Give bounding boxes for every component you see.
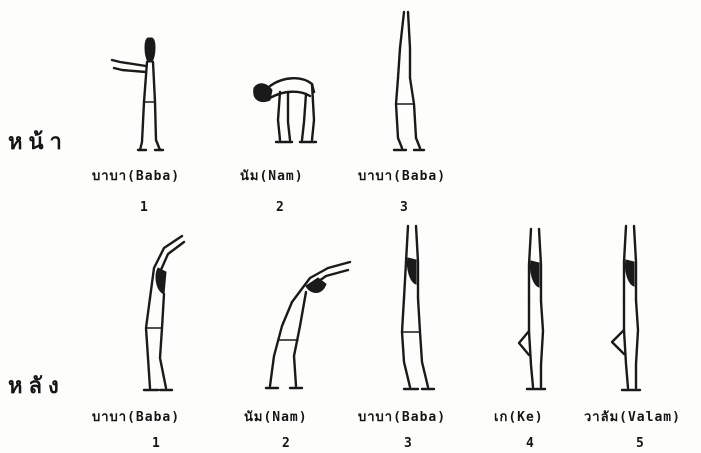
one-leg-raised-arms-up-figure [515,225,560,395]
pose-number: 1 [140,200,148,215]
standing-arms-forward-figure [100,32,180,157]
pose-number: 3 [404,436,412,451]
pose-caption: บาบา(Baba) [358,406,446,427]
standing-arms-up-figure [388,222,438,397]
arching-back-arms-up-figure [130,228,200,398]
one-leg-raised-arms-up-figure [610,222,655,397]
row-label-back: หลัง [8,368,65,403]
pose-caption: นัม(Nam) [244,406,308,427]
pose-number: 2 [276,200,284,215]
pose-number: 3 [400,200,408,215]
pose-caption: บาบา(Baba) [92,406,180,427]
pose-caption: เก(Ke) [494,406,544,427]
row-label-front: หน้า [8,124,68,159]
standing-arms-up-figure [380,8,430,158]
pose-number: 5 [636,436,644,451]
pose-number: 2 [282,436,290,451]
pose-caption: วาลัม(Valam) [584,406,681,427]
pose-caption: นัม(Nam) [240,165,304,186]
bending-forward-figure [250,70,325,150]
deep-backbend-figure [262,256,357,396]
pose-caption: บาบา(Baba) [92,165,180,186]
pose-number: 4 [526,436,534,451]
pose-caption: บาบา(Baba) [358,165,446,186]
pose-number: 1 [152,436,160,451]
